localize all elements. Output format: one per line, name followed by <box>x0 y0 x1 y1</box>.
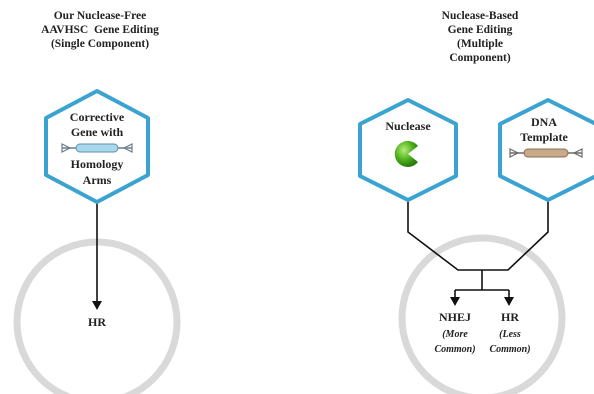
right-hr-label: HR <box>501 310 519 324</box>
dna-template-label-2: Template <box>520 130 568 144</box>
hr-sub-label-1: (Less <box>499 329 521 340</box>
dna-template-icon <box>509 148 583 158</box>
dna-template-label-1: DNA <box>531 115 557 129</box>
hr-arrow-head <box>504 297 514 306</box>
nuclease-icon <box>394 141 418 168</box>
corrective-gene-dna-icon <box>61 143 133 153</box>
right-title-line-3: (Multiple <box>457 38 503 50</box>
right-title-line-2: Gene Editing <box>447 24 513 36</box>
left-title-line-3: (Single Component) <box>50 38 150 50</box>
corrective-gene-label-2: Gene with <box>71 125 124 139</box>
nhej-arrow-head <box>450 297 460 306</box>
left-arrow-head <box>92 301 102 310</box>
right-title-line-1: Nuclease-Based <box>441 10 519 22</box>
corrective-gene-label-4: Arms <box>83 173 112 187</box>
left-title-line-1: Our Nuclease-Free <box>53 10 147 22</box>
corrective-gene-label-1: Corrective <box>70 110 125 124</box>
left-hr-label: HR <box>88 315 106 329</box>
nhej-label: NHEJ <box>439 310 471 324</box>
nhej-sub-label-2: Common) <box>434 344 475 355</box>
right-connector-lines <box>407 198 549 298</box>
nuclease-label: Nuclease <box>385 119 431 133</box>
hr-sub-label-2: Common) <box>489 344 530 355</box>
right-title-line-4: Component) <box>449 52 511 64</box>
left-title: Our Nuclease-Free AAVHSC Gene Editing (S… <box>10 9 190 51</box>
nhej-sub-label-1: (More <box>442 329 468 340</box>
corrective-gene-label-3: Homology <box>71 157 124 171</box>
left-title-line-2: AAVHSC Gene Editing <box>41 24 159 36</box>
right-title: Nuclease-Based Gene Editing (Multiple Co… <box>390 9 570 65</box>
right-cell-ring <box>398 234 566 394</box>
